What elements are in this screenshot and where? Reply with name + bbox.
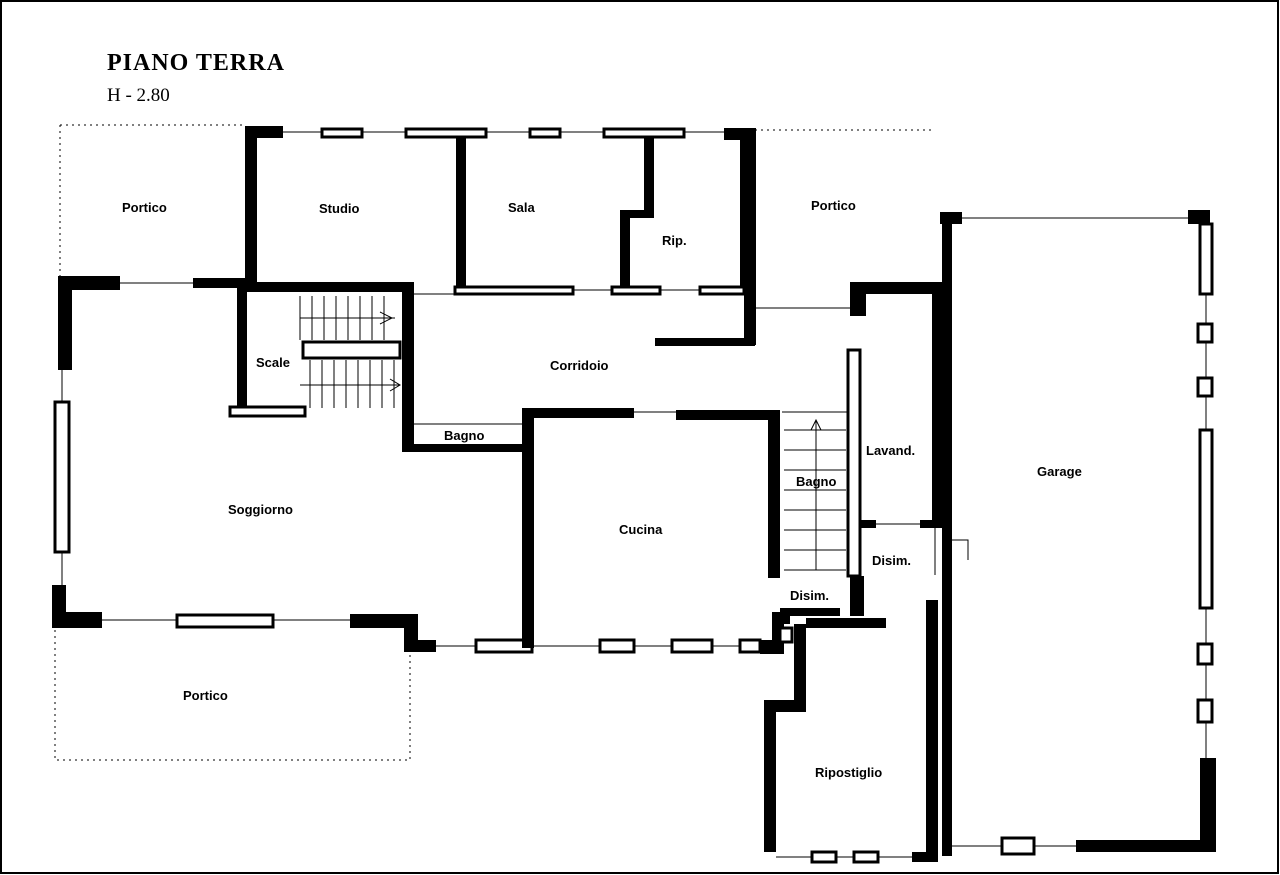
room-label-cucina: Cucina xyxy=(619,522,663,537)
room-label-portico-bottom: Portico xyxy=(183,688,228,703)
room-label-scale: Scale xyxy=(256,355,290,370)
room-label-ripostiglio: Ripostiglio xyxy=(815,765,882,780)
room-label-disim-center: Disim. xyxy=(790,588,829,603)
room-label-bagno-left: Bagno xyxy=(444,428,485,443)
room-label-garage: Garage xyxy=(1037,464,1082,479)
room-label-portico-right: Portico xyxy=(811,198,856,213)
room-labels: Portico Studio Sala Rip. Portico Scale C… xyxy=(122,198,1082,780)
room-label-soggiorno: Soggiorno xyxy=(228,502,293,517)
room-label-portico-left: Portico xyxy=(122,200,167,215)
lavanderia-walls xyxy=(850,282,969,616)
ripostiglio-walls xyxy=(764,600,938,864)
room-label-lavand: Lavand. xyxy=(866,443,915,458)
room-label-corridoio: Corridoio xyxy=(550,358,609,373)
staircase xyxy=(228,282,414,452)
right-bagno-stair xyxy=(780,348,862,616)
corridor-lines xyxy=(414,293,850,413)
cucina-walls xyxy=(522,408,790,654)
portico-outlines xyxy=(54,124,935,761)
room-label-rip: Rip. xyxy=(662,233,687,248)
ceiling-height-note: H - 2.80 xyxy=(107,85,170,106)
garage-walls xyxy=(940,210,1216,856)
room-label-bagno-right: Bagno xyxy=(796,474,837,489)
upper-block-walls xyxy=(193,126,756,346)
soggiorno-walls xyxy=(52,276,534,654)
room-label-studio: Studio xyxy=(319,201,359,216)
bagno-left-walls xyxy=(402,423,522,452)
plan-title: PIANO TERRA xyxy=(107,50,285,76)
room-label-sala: Sala xyxy=(508,200,536,215)
room-label-disim-right: Disim. xyxy=(872,553,911,568)
